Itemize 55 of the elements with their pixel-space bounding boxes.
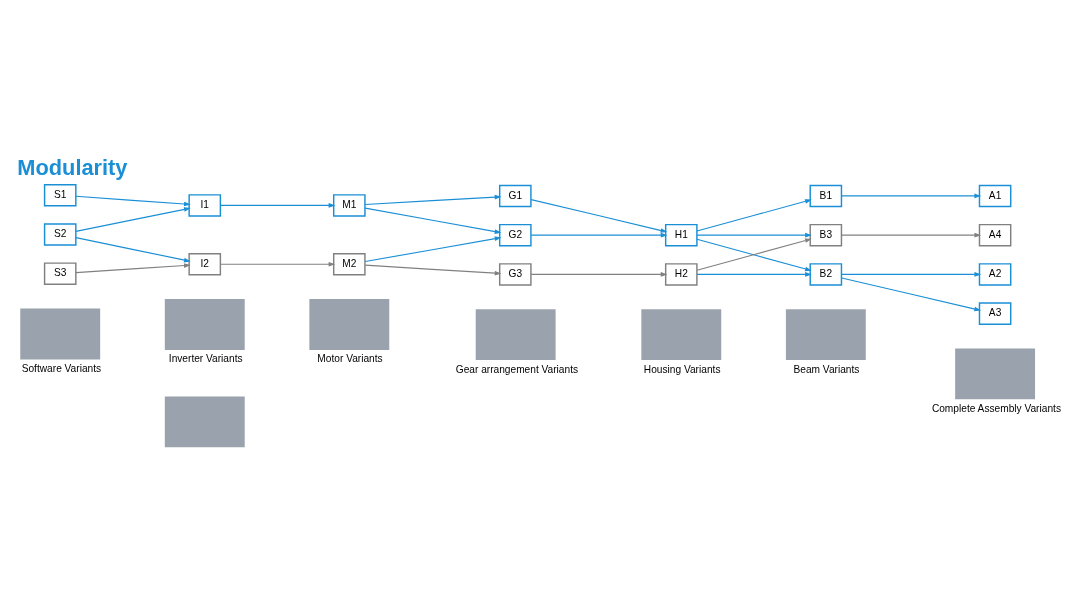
arrow <box>696 272 812 277</box>
arrow <box>841 277 982 312</box>
arrow <box>364 236 502 263</box>
node-box: H2 <box>664 263 698 286</box>
arrow <box>75 263 191 274</box>
arrow <box>364 194 502 206</box>
node-box: M2 <box>332 252 366 276</box>
arrow <box>841 232 982 238</box>
arrow <box>530 232 668 238</box>
node-box: B2 <box>809 263 843 286</box>
node-label: Gear arrangement Variants <box>455 363 579 375</box>
node-box <box>475 309 556 361</box>
arrow <box>75 237 191 263</box>
node-box: B3 <box>809 223 843 247</box>
node-box <box>955 348 1036 400</box>
node-box: A4 <box>978 223 1012 247</box>
arrow <box>364 264 502 276</box>
arrow <box>530 272 668 277</box>
node-box: G3 <box>498 263 532 286</box>
node-label: Complete Assembly Variants <box>931 402 1061 414</box>
arrow <box>75 195 191 207</box>
node-box: H1 <box>664 223 698 247</box>
arrow <box>364 207 502 234</box>
node-box <box>164 396 245 448</box>
arrow <box>530 199 668 233</box>
arrow <box>841 272 982 277</box>
node-box <box>20 308 101 360</box>
node-box: S3 <box>43 262 77 285</box>
node-box: S1 <box>43 183 77 207</box>
arrow <box>219 203 336 208</box>
node-label: Software Variants <box>21 362 102 374</box>
node-box: A3 <box>978 302 1012 325</box>
node-box: A1 <box>978 184 1012 208</box>
node-box: G1 <box>498 184 532 208</box>
node-box <box>641 309 722 361</box>
node-box: G2 <box>498 223 532 247</box>
node-box <box>164 299 245 350</box>
node-box <box>785 309 866 361</box>
node-box: I2 <box>188 252 222 276</box>
node-box: I1 <box>188 194 222 217</box>
node-label: Beam Variants <box>793 363 860 375</box>
arrow <box>75 207 191 232</box>
arrow <box>841 193 982 199</box>
diagram-title: Modularity <box>17 154 128 180</box>
node-label: Motor Variants <box>317 353 383 365</box>
arrow <box>696 199 812 232</box>
node-box <box>309 299 390 350</box>
arrow <box>219 261 336 267</box>
arrow <box>696 232 812 238</box>
node-box: S2 <box>43 223 77 246</box>
node-box: A2 <box>978 263 1012 286</box>
node-label: Inverter Variants <box>168 353 243 365</box>
node-label: Housing Variants <box>643 363 721 375</box>
node-box: M1 <box>332 194 366 217</box>
node-box: B1 <box>809 184 843 208</box>
